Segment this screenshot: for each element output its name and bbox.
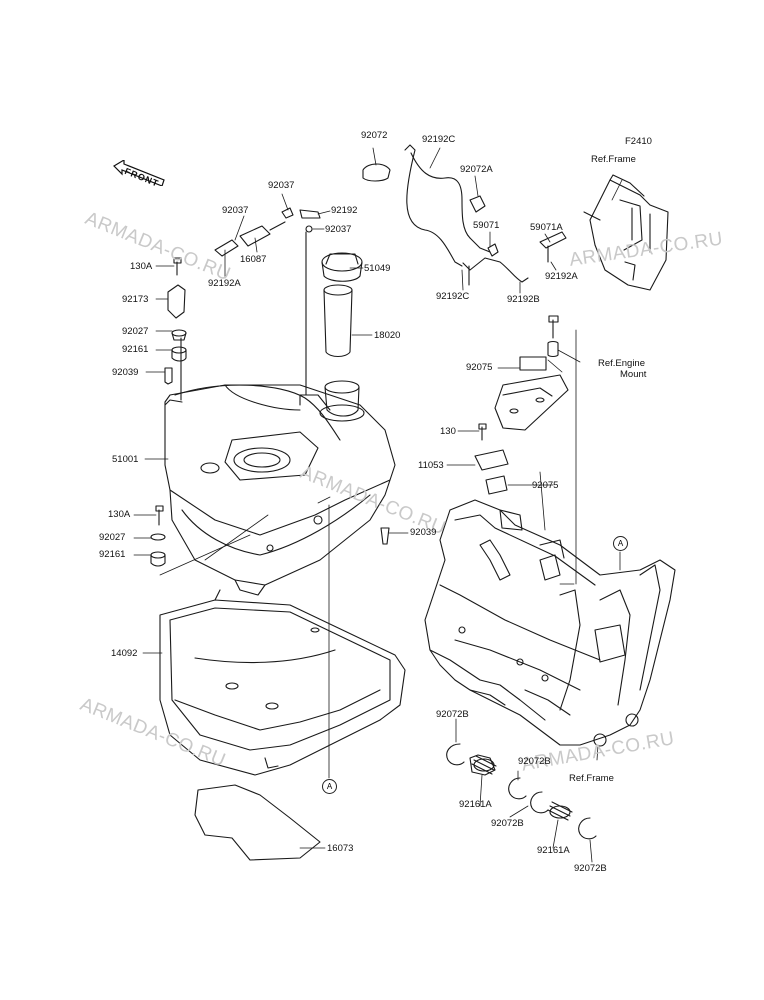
part-label: 130A [130,261,153,272]
pad [194,784,321,861]
ref-frame-top: Ref.Frame [591,154,636,165]
main-frame [424,499,676,747]
ref-engine-mount-1: Ref.Engine [598,358,646,369]
part-label: 59071 [473,220,500,231]
callout-marker: A [322,779,337,794]
part-label: 92192C [436,291,470,302]
ref-frame-bottom: Ref.Frame [569,773,614,784]
engine-mount [474,315,569,495]
part-label: 130 [440,426,456,437]
part-label: 51001 [112,454,139,465]
part-label: 92161 [99,549,126,560]
vent-hoses [214,144,567,396]
frame-ref [583,174,669,291]
part-label: 14092 [111,648,138,659]
part-label: 92072B [491,818,524,829]
fuel-tank [164,384,396,596]
part-label: 92039 [410,527,437,538]
part-label: 92075 [532,480,559,491]
part-label: 92037 [325,224,352,235]
part-label: 92075 [466,362,493,373]
left-fittings [150,257,390,567]
part-label: 92072A [460,164,493,175]
part-label: 18020 [374,330,401,341]
filler-parts [319,252,365,422]
part-label: 92072 [361,130,388,141]
part-label: 16087 [240,254,267,265]
part-label: 92161A [459,799,492,810]
part-label: 92192C [422,134,456,145]
part-label: 92039 [112,367,139,378]
part-label: 92037 [222,205,249,216]
part-label: 92192A [208,278,241,289]
ref-engine-mount-2: Mount [620,369,647,380]
part-label: 92173 [122,294,149,305]
part-label: 92072B [574,863,607,874]
part-label: 92037 [268,180,295,191]
part-label: 92161 [122,344,149,355]
part-label: 92072B [436,709,469,720]
part-label: 92192B [507,294,540,305]
part-label: 11053 [418,460,444,471]
part-label: 92072B [518,756,551,767]
leader-lines [133,147,623,863]
part-label: 92027 [99,532,126,543]
figure-code: F2410 [625,136,652,147]
part-label: 92161A [537,845,570,856]
part-label: 92192 [331,205,358,216]
part-label: 51049 [364,263,391,274]
part-label: 130A [108,509,131,520]
front-arrow-icon [113,160,165,186]
clamps [446,743,597,840]
part-label: 16073 [327,843,354,854]
part-label: 92027 [122,326,149,337]
part-label: 59071A [530,222,563,233]
part-label: 92192A [545,271,578,282]
callout-marker: A [613,536,628,551]
tank-guard [159,589,406,776]
